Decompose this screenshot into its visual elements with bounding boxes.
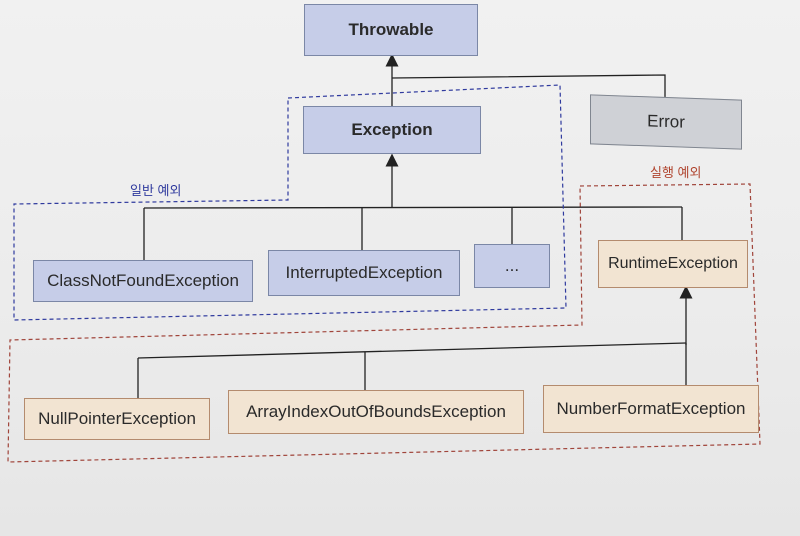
node-interrupted-exception: InterruptedException	[268, 250, 460, 296]
node-error: Error	[590, 94, 742, 150]
label-runtime-exception: 실행 예외	[650, 165, 702, 180]
line-runtime-bus	[137, 342, 687, 359]
node-array-index-out-of-bounds-exception: ArrayIndexOutOfBoundsException	[228, 390, 524, 434]
node-throwable: Throwable	[304, 4, 478, 56]
node-ellipsis: ...	[474, 244, 550, 288]
line-error-branch	[391, 74, 666, 97]
node-class-not-found-exception: ClassNotFoundException	[33, 260, 253, 302]
label-general-exception: 일반 예외	[130, 183, 182, 198]
node-null-pointer-exception: NullPointerException	[24, 398, 210, 440]
line-exception-bus	[143, 206, 683, 209]
node-exception: Exception	[303, 106, 481, 154]
node-runtime-exception: RuntimeException	[598, 240, 748, 288]
node-number-format-exception: NumberFormatException	[543, 385, 759, 433]
